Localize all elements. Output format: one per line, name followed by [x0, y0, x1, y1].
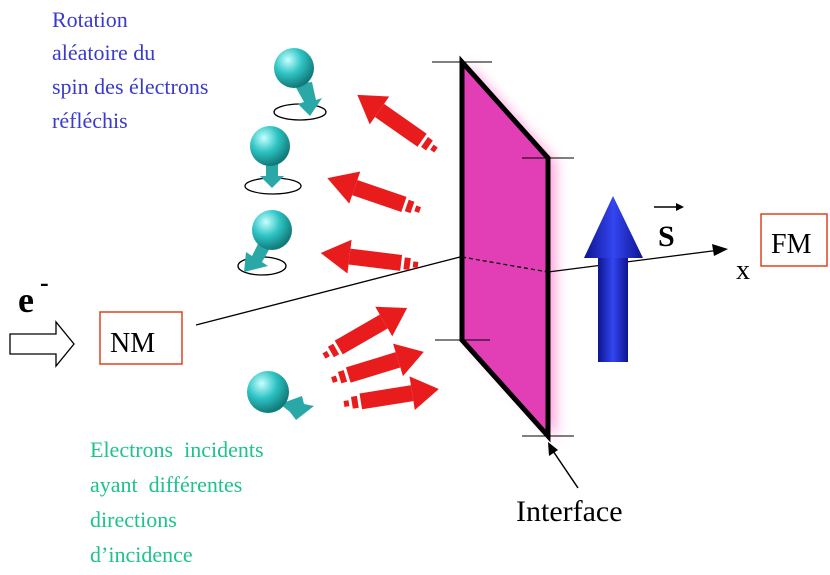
caption-incident: Electrons incidents ayant différentes di…: [90, 437, 264, 567]
fm-label: FM: [771, 229, 812, 260]
reflected-arrow-2: [327, 171, 421, 214]
spin-vector-label: S: [654, 203, 684, 253]
electron-incident: [247, 371, 314, 420]
nm-box: NM: [99, 311, 183, 365]
incoming-electron-arrow: [9, 320, 75, 368]
spin-vector-symbol: S: [658, 220, 675, 253]
caption-reflected-line-2: aléatoire du: [52, 40, 155, 65]
caption-incident-line-1: Electrons incidents: [90, 437, 264, 462]
axis-x-label: x: [736, 255, 750, 286]
interface-plane: [432, 55, 574, 443]
nm-label: NM: [110, 328, 155, 359]
electron-symbol: e: [18, 280, 34, 320]
electron-reflected-1: [273, 48, 327, 121]
electron-reflected-3: [237, 210, 292, 276]
reflected-arrow-3: [320, 239, 419, 274]
incident-arrow-3: [343, 376, 439, 410]
caption-reflected: Rotation aléatoire du spin des électrons…: [52, 7, 208, 133]
caption-incident-line-3: directions: [90, 507, 177, 532]
caption-reflected-line-3: spin des électrons: [52, 74, 208, 99]
spin-arrow-blue: [584, 196, 643, 362]
caption-incident-line-2: ayant différentes: [90, 472, 242, 497]
electron-charge: -: [40, 268, 49, 297]
fm-box: FM: [760, 213, 828, 267]
beam-line: [195, 244, 728, 326]
electron-reflected-2: [244, 126, 302, 195]
incident-arrow-1: [322, 306, 408, 359]
interface-pointer: [548, 442, 579, 489]
interface-label: Interface: [516, 495, 623, 528]
caption-reflected-line-4: réfléchis: [52, 108, 128, 133]
caption-incident-line-4: d’incidence: [90, 542, 193, 567]
reflected-arrow-1: [357, 94, 438, 153]
caption-reflected-line-1: Rotation: [52, 7, 128, 32]
incident-arrow-2: [331, 343, 424, 384]
